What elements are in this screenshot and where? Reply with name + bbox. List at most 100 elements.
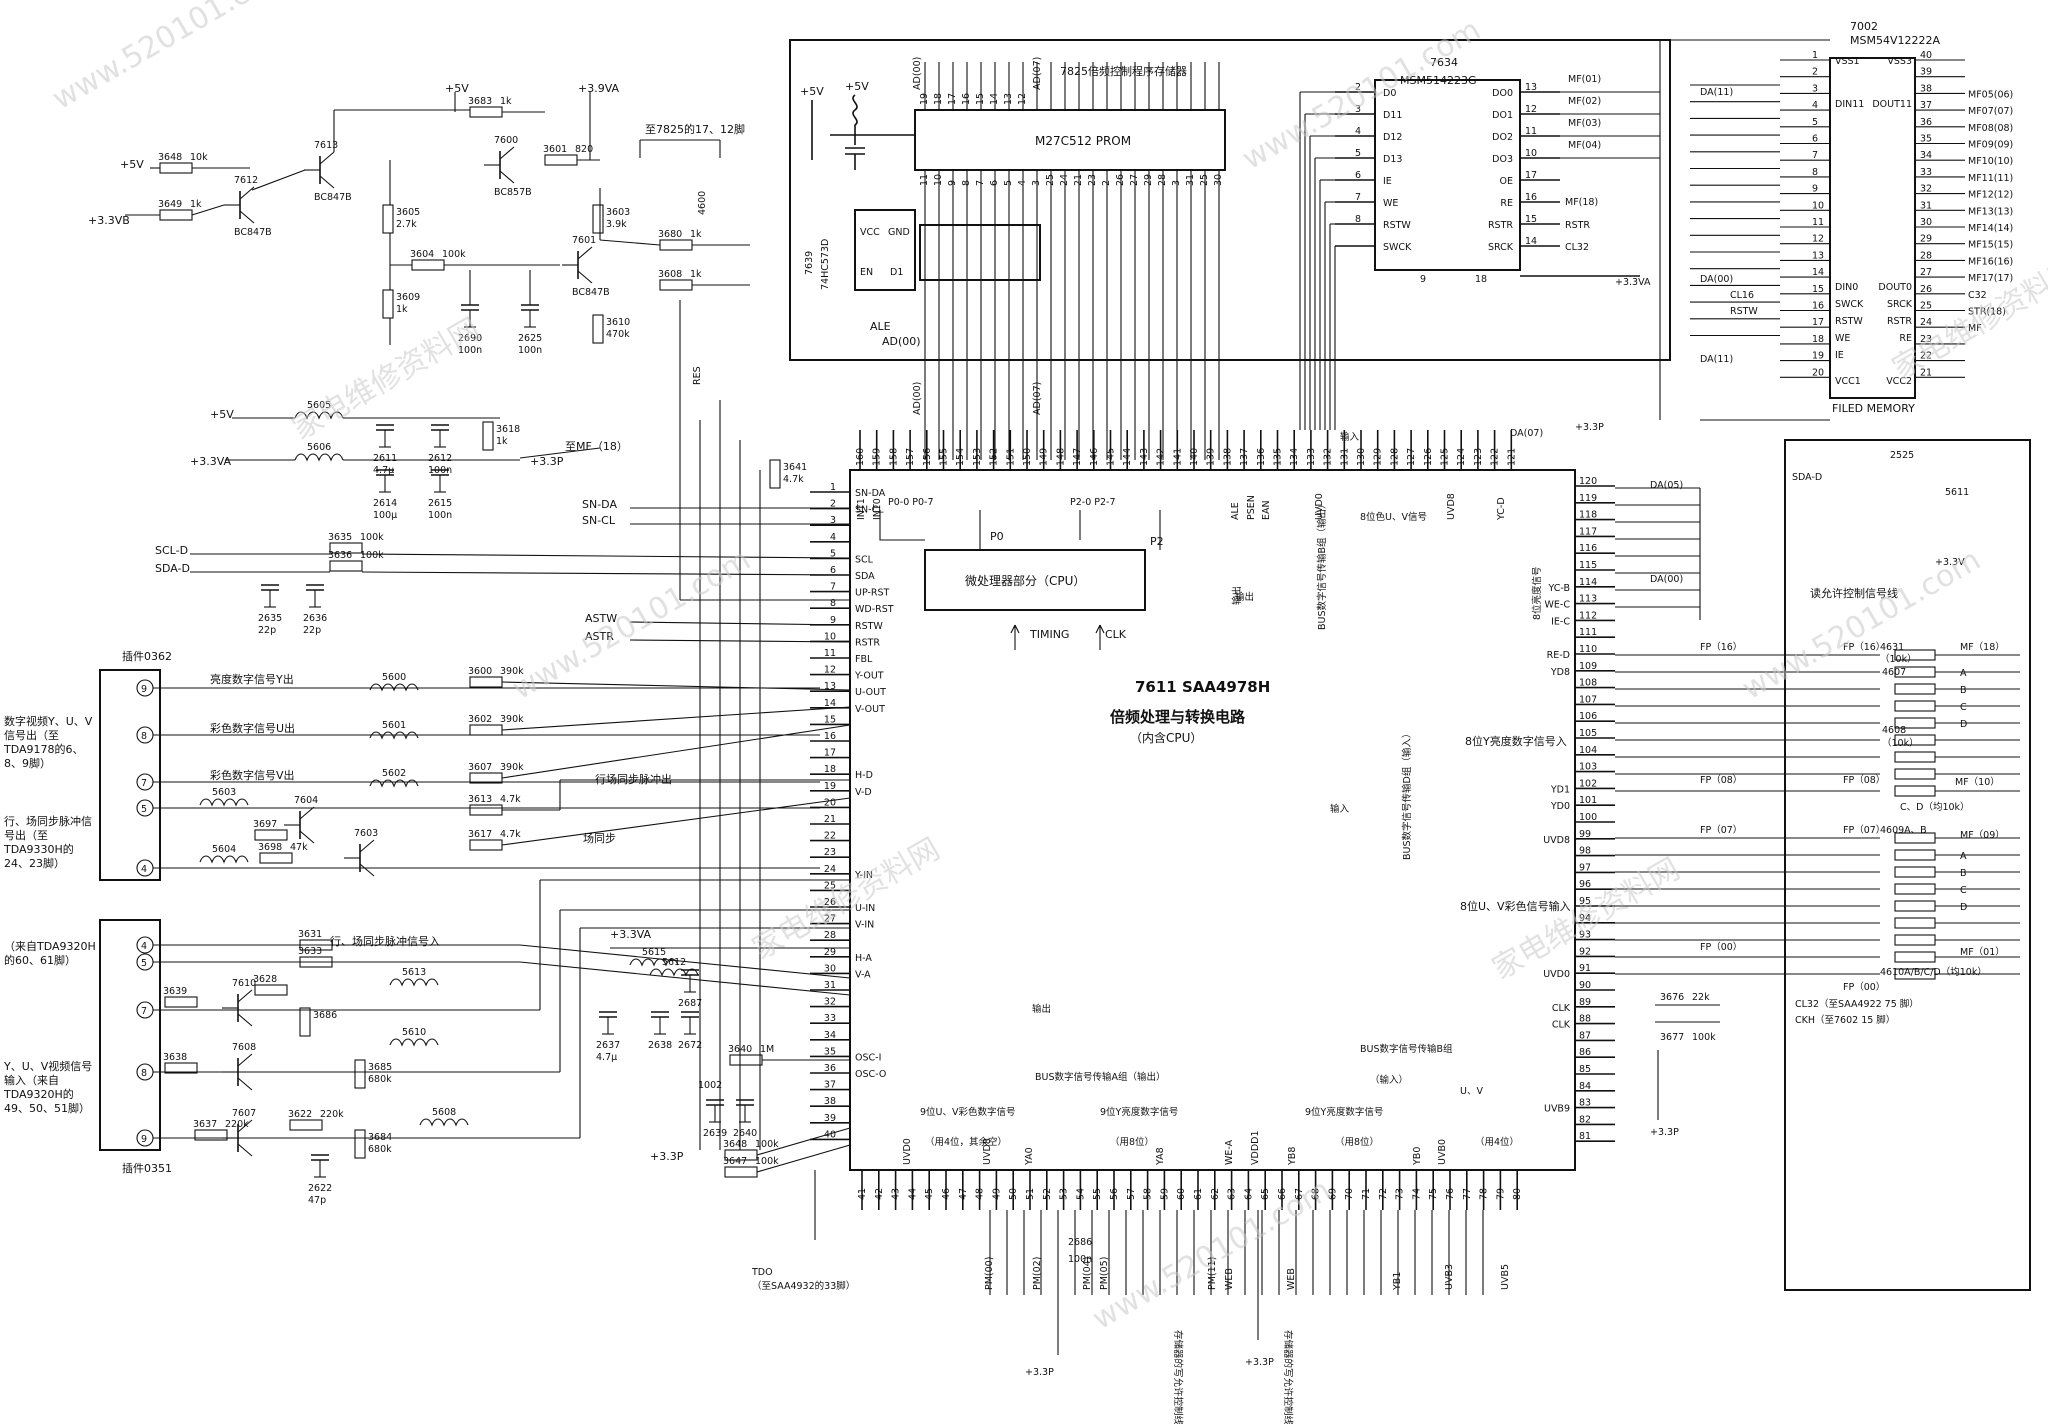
c7634-lnum: 2 [1355, 82, 1361, 93]
prom-pin-num: 11 [919, 174, 930, 186]
rail-p5v-c: +5V [210, 408, 234, 421]
resnet-letter: A [1960, 851, 1967, 862]
connector-0362 [99, 669, 161, 881]
c7002-rnum: 36 [1920, 117, 1932, 128]
resistor-ref: 3602 [468, 714, 492, 725]
pin-85-num: 85 [1579, 1064, 1591, 1075]
pin-8-sig: WD-RST [855, 604, 894, 615]
bottom-notes: TDO （至SAA4932的33脚） +3.3P +3.3P 存储器的写允许控制… [751, 1237, 1294, 1424]
c7634-RE: RE [1500, 198, 1513, 209]
pin-82-num: 82 [1579, 1114, 1591, 1125]
p2-label: P2 [1150, 535, 1164, 548]
clk-label: CLK [1105, 628, 1127, 641]
pin-83-sig: UVB9 [1544, 1104, 1570, 1115]
hv-sync-out-label: 行场同步脉冲出 [595, 772, 672, 786]
transistor-part: BC847B [572, 287, 610, 298]
c7002-rnum: 40 [1920, 50, 1932, 61]
c7634-rnum: 16 [1525, 192, 1537, 203]
sda-d-right: SDA-D [1792, 472, 1822, 483]
bottom-sig: PM(04) [1082, 1257, 1093, 1290]
c7002-lnum: 4 [1812, 100, 1818, 111]
c7634-rnum: 17 [1525, 170, 1537, 181]
pin-27-num: 27 [824, 914, 836, 925]
c7634-DO0: DO0 [1492, 88, 1513, 99]
resistor-ref: 3601 [543, 144, 567, 155]
resistor-3633: 3633 [298, 946, 333, 968]
mf04-bus: MF(04) [1568, 140, 1601, 151]
resistor-val: 1k [690, 229, 702, 240]
pin-160-num: 160 [855, 448, 866, 466]
pin-76-num: 76 [1445, 1188, 1456, 1200]
res-3676: 3676 [1660, 992, 1684, 1003]
c7002-rnum: 29 [1920, 234, 1932, 245]
connector-pin-num: 5 [141, 804, 147, 815]
pin-108-num: 108 [1579, 678, 1597, 689]
resistor-ref: 3641 [783, 462, 807, 473]
transistor-part: BC847B [234, 227, 272, 238]
p33p-bot2: +3.3P [1245, 1357, 1274, 1368]
wire [501, 724, 851, 779]
pin-22-num: 22 [824, 831, 836, 842]
uv9-label: 9位U、V彩色数字信号 [920, 1106, 1016, 1118]
c7002-rsig: MF12(12) [1968, 190, 2013, 201]
rail-p5v-a: +5V [120, 158, 144, 171]
resistor-val: 2.7k [396, 219, 417, 230]
capacitor-ref: 2615 [428, 498, 452, 509]
pin-109-sig: YD8 [1550, 667, 1570, 678]
transistor-7603: 7603 [344, 828, 378, 877]
watermark-text: www.520101.com [47, 0, 297, 117]
rail-p33p-osc: +3.3P [650, 1150, 684, 1163]
pin-19-num: 19 [824, 781, 836, 792]
wire [519, 447, 601, 459]
bottom-sig: UVB0 [1437, 1139, 1448, 1165]
resistor-ref: 3683 [468, 96, 492, 107]
connector-pin-num: 7 [141, 1006, 147, 1017]
hv-pulse-note-wrap: 行、场同步脉冲信号出（至TDA9330H的24、23脚） [4, 815, 92, 870]
c7002-rsig: MF09(09) [1968, 140, 2013, 151]
capacitor-ref: 2672 [678, 1040, 702, 1051]
da07-bus: DA(07) [1510, 428, 1543, 439]
pin-114-num: 114 [1579, 577, 1597, 588]
pin-115-num: 115 [1579, 560, 1597, 571]
capacitor-2640: 2640 [733, 1099, 757, 1139]
pin-150-num: 150 [1022, 448, 1033, 466]
rail-p5v-b: +5V [445, 82, 469, 95]
prom-pin-num: 6 [989, 180, 1000, 186]
c7002-RSTR: RSTR [1887, 316, 1912, 327]
inductor-5604: 5604 [199, 844, 249, 864]
mf02-bus: MF(02) [1568, 96, 1601, 107]
c7002-DOUT0: DOUT0 [1878, 282, 1912, 293]
watermark-text: www.520101.com [507, 542, 757, 707]
c7634-b18: 18 [1475, 274, 1487, 285]
resistor-ref: 3685 [368, 1062, 392, 1073]
pin-41-num: 41 [857, 1188, 868, 1200]
pin-6-num: 6 [830, 565, 836, 576]
pin-122-num: 122 [1490, 448, 1501, 466]
connector-pin-num: 9 [141, 684, 147, 695]
resistor-ref: 3684 [368, 1132, 392, 1143]
pin-71-num: 71 [1361, 1188, 1372, 1200]
resistor-ref: 3680 [658, 229, 682, 240]
pin-69-num: 69 [1327, 1188, 1338, 1200]
resistor-val: 1k [500, 96, 512, 107]
pin-119-num: 119 [1579, 493, 1597, 504]
pin-33-num: 33 [824, 1013, 836, 1024]
to-7825: 至7825的17、12脚 [645, 122, 745, 136]
inductor-ref: 5606 [307, 442, 331, 453]
c7002-rnum: 37 [1920, 100, 1932, 111]
wire [361, 553, 851, 559]
resnet-resistor [1894, 951, 1936, 963]
pin-73-num: 73 [1395, 1188, 1406, 1200]
pin-123-num: 123 [1473, 448, 1484, 466]
c7002-rsig: MF15(15) [1968, 240, 2013, 251]
resistor-ref: 3600 [468, 666, 492, 677]
cpu-label: 微处理器部分（CPU） [965, 573, 1085, 588]
wire [361, 571, 851, 576]
y8-label: 8位亮度信号 [1531, 566, 1543, 620]
chip-7002-ref: 7002 [1850, 20, 1878, 33]
cl16-bus: CL16 [1730, 290, 1754, 301]
